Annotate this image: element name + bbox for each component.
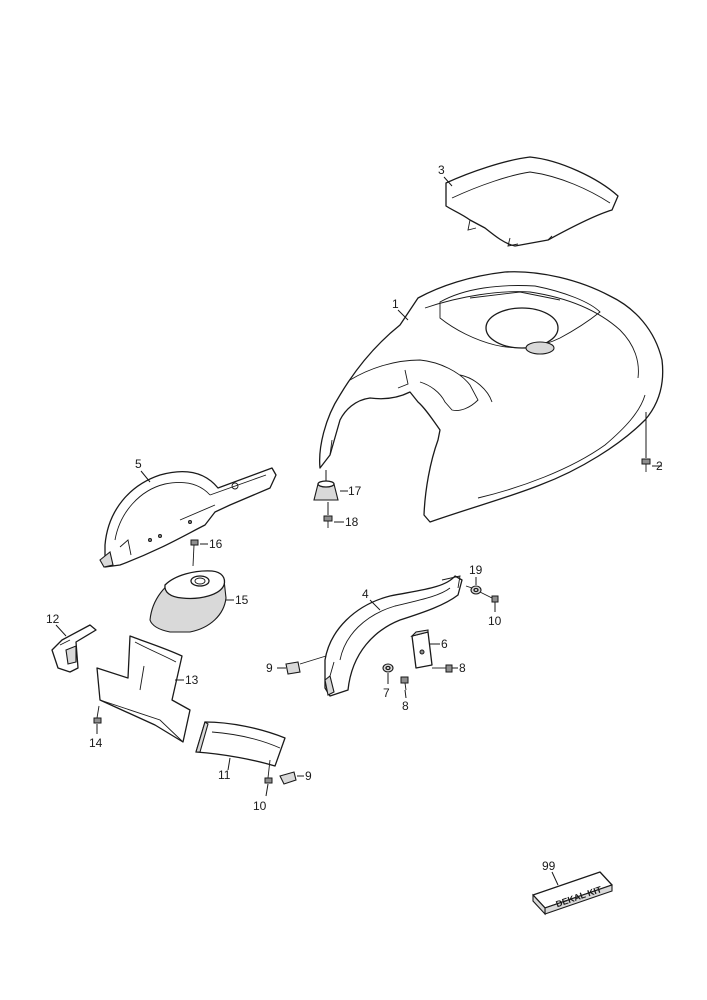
callout-5: 5 (135, 457, 142, 471)
part-19-washer (465, 577, 482, 595)
part-11-lower-panel (195, 721, 286, 771)
callout-1: 1 (392, 297, 399, 311)
part-8-screw-lower (400, 676, 409, 699)
callout-8a: 8 (459, 661, 466, 675)
callout-2: 2 (656, 459, 663, 473)
part-9-clip-lower (279, 771, 304, 785)
callout-9b: 9 (305, 769, 312, 783)
part-99-decal-kit: DEKAL KIT (532, 871, 613, 916)
part-7-washer (382, 663, 394, 684)
part-8-screw-right (432, 664, 458, 673)
part-15-fuel-tank (149, 570, 234, 633)
callout-11: 11 (218, 768, 231, 782)
part-16-screw (190, 539, 208, 567)
part-3-top-cover (445, 156, 619, 247)
part-5-rear-fender (99, 467, 277, 568)
part-18-screw (323, 502, 344, 528)
callout-7: 7 (383, 686, 390, 700)
part-2-screw (641, 412, 662, 472)
callout-10b: 10 (253, 799, 267, 813)
part-14-screw (93, 705, 102, 734)
callout-15: 15 (235, 593, 249, 607)
callout-3: 3 (438, 163, 445, 177)
callout-19: 19 (469, 563, 483, 577)
part-10-screw-lower (264, 759, 273, 797)
part-4-front-fender (324, 575, 463, 697)
callout-18: 18 (345, 515, 359, 529)
callout-14: 14 (89, 736, 103, 750)
part-6-bracket (410, 629, 440, 669)
part-9-clip-upper (277, 655, 327, 675)
part-13-center-panel (96, 635, 191, 743)
part-10-screw-upper (479, 591, 499, 612)
part-12-bracket (51, 624, 97, 673)
callout-labels: 1 2 3 4 5 6 7 8 8 9 9 10 10 11 12 13 14 … (46, 163, 663, 873)
callout-13: 13 (185, 673, 199, 687)
part-1-hood (319, 271, 664, 523)
callout-17: 17 (348, 484, 362, 498)
callout-4: 4 (362, 587, 369, 601)
part-17-rubber-mount (313, 470, 348, 501)
callout-10a: 10 (488, 614, 502, 628)
callout-8b: 8 (402, 699, 409, 713)
callout-16: 16 (209, 537, 223, 551)
callout-9a: 9 (266, 661, 273, 675)
callout-99: 99 (542, 859, 556, 873)
callout-12: 12 (46, 612, 60, 626)
callout-6: 6 (441, 637, 448, 651)
